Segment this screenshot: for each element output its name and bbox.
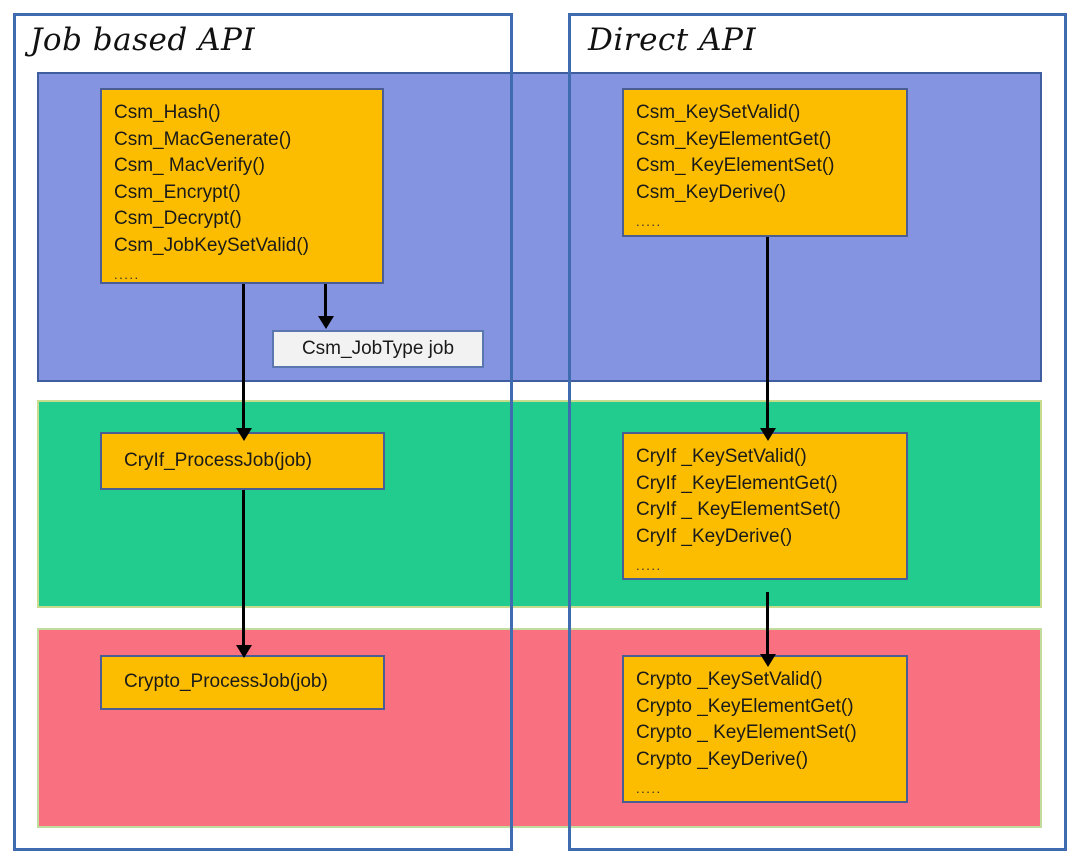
api-line: Csm_ KeyElementSet() <box>636 155 835 176</box>
api-line: Csm_Hash() <box>114 102 221 123</box>
direct-api-title: Direct API <box>588 22 757 58</box>
arrowhead-cryifdirect-to-cryptodirect <box>760 654 776 667</box>
api-line: Csm_KeySetValid() <box>636 102 801 123</box>
node-crypto-direct-api[interactable]: Crypto _KeySetValid() Crypto _KeyElement… <box>622 655 908 803</box>
api-line: Csm_MacGenerate() <box>114 128 292 150</box>
node-csm-jobtype[interactable]: Csm_JobType job <box>272 330 484 368</box>
api-line: Csm_KeyDerive() <box>636 181 786 203</box>
connector-cryifdirect-to-cryptodirect <box>766 592 769 664</box>
job-based-api-frame <box>13 13 513 851</box>
api-line: CryIf _KeyDerive() <box>636 525 793 547</box>
api-line: CryIf _KeySetValid() <box>636 446 807 467</box>
api-line: Csm_ MacVerify() <box>114 155 265 176</box>
node-label: Crypto_ProcessJob(job) <box>124 671 328 693</box>
ellipsis: ..... <box>636 214 662 229</box>
job-based-api-title: Job based API <box>30 22 256 58</box>
api-line: Crypto _KeyElementGet() <box>636 695 854 717</box>
direct-api-frame <box>568 13 1067 851</box>
connector-cryif-to-crypto <box>242 490 245 652</box>
node-csm-job-api[interactable]: Csm_Hash() Csm_MacGenerate() Csm_ MacVer… <box>100 88 384 284</box>
api-line: Crypto _KeySetValid() <box>636 669 823 690</box>
arrowhead-csmdirect-to-cryifdirect <box>760 428 776 441</box>
ellipsis: ..... <box>636 558 662 573</box>
node-csm-direct-api[interactable]: Csm_KeySetValid() Csm_KeyElementGet() Cs… <box>622 88 908 237</box>
node-crypto-processjob[interactable]: Crypto_ProcessJob(job) <box>100 655 385 710</box>
node-label: Csm_JobType job <box>301 337 455 359</box>
node-label: CryIf_ProcessJob(job) <box>124 449 312 471</box>
api-line: Crypto _KeyDerive() <box>636 748 809 770</box>
connector-csm-to-jobtype <box>324 283 327 319</box>
connector-csmdirect-to-cryifdirect <box>766 237 769 437</box>
api-line: Csm_KeyElementGet() <box>636 128 832 150</box>
ellipsis: ..... <box>114 267 140 282</box>
api-line: Csm_JobKeySetValid() <box>114 234 310 256</box>
api-line: Crypto _ KeyElementSet() <box>636 722 857 743</box>
connector-csm-to-cryif <box>242 283 245 435</box>
node-cryif-direct-api[interactable]: CryIf _KeySetValid() CryIf _KeyElementGe… <box>622 432 908 580</box>
api-line: CryIf _KeyElementGet() <box>636 472 838 494</box>
ellipsis: ..... <box>636 781 662 796</box>
node-cryif-processjob[interactable]: CryIf_ProcessJob(job) <box>100 432 385 490</box>
arrowhead-csm-to-jobtype <box>318 316 334 329</box>
api-line: Csm_Encrypt() <box>114 181 241 203</box>
arrowhead-csm-to-cryif <box>236 428 252 441</box>
api-line: Csm_Decrypt() <box>114 208 242 229</box>
api-line: CryIf _ KeyElementSet() <box>636 499 841 520</box>
arrowhead-cryif-to-crypto <box>236 645 252 658</box>
